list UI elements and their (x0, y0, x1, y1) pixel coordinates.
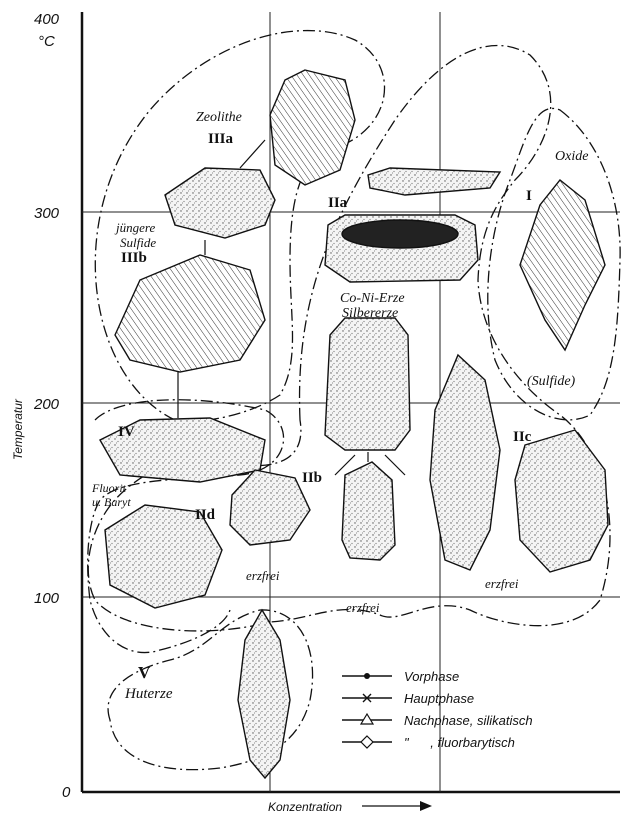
label-coni-erze: Co-Ni-Erze (340, 291, 405, 306)
crystal-IId-icon (230, 470, 310, 545)
legend-vorphase-marker-icon (342, 673, 392, 679)
label-erzfrei-2: erzfrei (346, 600, 380, 615)
region-label-IId: IId (195, 507, 216, 523)
crystal-plate-IIa-icon (368, 168, 500, 195)
y-axis-label: Temperatur (11, 398, 25, 460)
region-label-V: V (138, 663, 151, 682)
y-unit: °C (38, 33, 55, 50)
crystal-huterze-icon (238, 610, 290, 778)
y-tick-100: 100 (34, 590, 60, 607)
legend-label-nachphase: Nachphase, silikatisch (404, 713, 533, 728)
crystal-tablet-core-icon (342, 220, 458, 248)
legend-fluorbarytisch-marker-icon (342, 736, 392, 748)
region-label-IIc: IIc (513, 429, 532, 445)
crystal-sulfide-IIIa-icon (165, 168, 275, 238)
label-u-baryt: u. Baryt (92, 495, 131, 509)
label-silbererze: Silbererze (342, 306, 398, 321)
y-tick-300: 300 (34, 205, 60, 222)
crystal-IIb-icon (342, 462, 395, 560)
region-label-IIb: IIb (302, 470, 322, 486)
region-label-IIIa: IIIa (208, 131, 234, 147)
label-sulfide-paren: (Sulfide) (527, 374, 576, 389)
region-label-I: I (526, 188, 532, 204)
label-zeolithe: Zeolithe (196, 110, 242, 125)
label-fluorit: Fluorit (91, 481, 127, 495)
crystal-sulfide-IIIb-icon (115, 255, 265, 372)
crystal-IIc-icon (515, 430, 608, 572)
label-oxide: Oxide (555, 149, 588, 164)
region-label-IV: IV (118, 424, 135, 440)
label-huterze: Huterze (124, 686, 173, 702)
label-juengere: jüngere (114, 220, 155, 235)
label-erzfrei-3: erzfrei (485, 576, 519, 591)
legend-label-hauptphase: Hauptphase (404, 691, 474, 706)
y-tick-400: 400 (34, 11, 60, 28)
crystal-coni-icon (325, 318, 410, 450)
legend: Vorphase Hauptphase Nachphase, silikatis… (342, 669, 533, 750)
label-sulfide: Sulfide (120, 235, 156, 250)
legend-label-vorphase: Vorphase (404, 669, 459, 684)
region-label-IIa: IIa (328, 195, 348, 211)
x-axis-label: Konzentration (268, 800, 342, 814)
y-tick-200: 200 (33, 396, 60, 413)
legend-hauptphase-marker-icon (342, 694, 392, 702)
crystal-zeolithe-icon (270, 70, 355, 185)
region-label-IIIb: IIIb (121, 250, 147, 266)
label-erzfrei-1: erzfrei (246, 568, 280, 583)
y-tick-0: 0 (62, 784, 71, 801)
x-axis-arrow-icon (362, 801, 432, 811)
legend-nachphase-marker-icon (342, 714, 392, 724)
crystal-oxide-icon (520, 180, 605, 350)
legend-label-fluorbarytisch: " , fluorbarytisch (404, 735, 515, 750)
